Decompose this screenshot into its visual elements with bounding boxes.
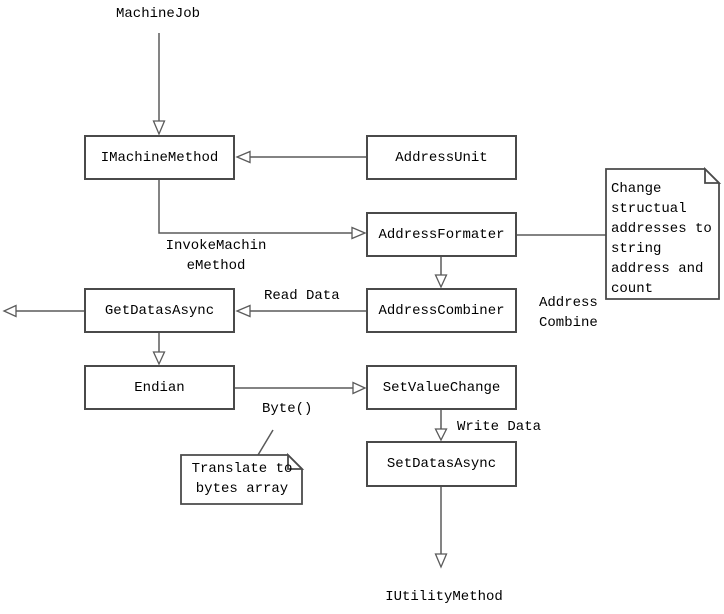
arrowhead-down-imachinemethod [152, 120, 166, 136]
node-imachinemethod: IMachineMethod [84, 135, 235, 180]
node-imachinemethod-label: IMachineMethod [100, 149, 219, 166]
node-addressunit-label: AddressUnit [395, 149, 488, 166]
node-getdatasasync: GetDatasAsync [84, 288, 235, 333]
arrowhead-left-getdatasasync [235, 304, 251, 318]
arrowhead-down-iutilitymethod [434, 553, 448, 569]
node-addresscombiner-label: AddressCombiner [378, 302, 505, 319]
node-addressunit: AddressUnit [366, 135, 517, 180]
arrowhead-down-endian [152, 351, 166, 366]
arrowhead-right-setvaluechange [352, 381, 367, 395]
note-change-structural-shape [605, 168, 720, 300]
arrowhead-down-setdatasasync [434, 428, 448, 442]
label-machinejob: MachineJob [115, 6, 200, 22]
node-addresscombiner: AddressCombiner [366, 288, 517, 333]
arrowhead-down-addresscombiner [434, 274, 448, 289]
node-setvaluechange-label: SetValueChange [382, 379, 501, 396]
label-read-data: Read Data [264, 288, 340, 304]
node-endian: Endian [84, 365, 235, 410]
note-translate-bytes-text: Translate to bytes array [191, 461, 293, 497]
arrowhead-left-imachinemethod [235, 150, 251, 164]
label-write-data: Write Data [457, 419, 542, 435]
note-translate-connector [257, 429, 274, 456]
node-getdatasasync-label: GetDatasAsync [104, 302, 215, 319]
label-iutilitymethod: IUtilityMethod [385, 589, 503, 605]
node-setdatasasync-label: SetDatasAsync [386, 456, 497, 472]
node-addressformater: AddressFormater [366, 212, 517, 257]
edge-imachinemethod-addressformater [158, 180, 353, 234]
note-translate-bytes-shape [180, 454, 303, 505]
node-setdatasasync: SetDatasAsync [366, 441, 517, 487]
node-setvaluechange: SetValueChange [366, 365, 517, 410]
note-change-structural-fold [704, 166, 722, 184]
node-endian-label: Endian [134, 379, 185, 396]
arrowhead-right-addressformater [351, 226, 367, 240]
label-address-combine: Address Combine [539, 295, 598, 331]
note-translate-bytes-fold [287, 452, 305, 470]
note-change-structural-text: Change structual addresses to string add… [611, 181, 712, 297]
label-invoke-machine-method: InvokeMachin eMethod [165, 238, 267, 274]
node-addressformater-label: AddressFormater [378, 226, 505, 243]
arrowhead-left-out [2, 304, 17, 318]
label-byte-call: Byte() [262, 401, 313, 417]
